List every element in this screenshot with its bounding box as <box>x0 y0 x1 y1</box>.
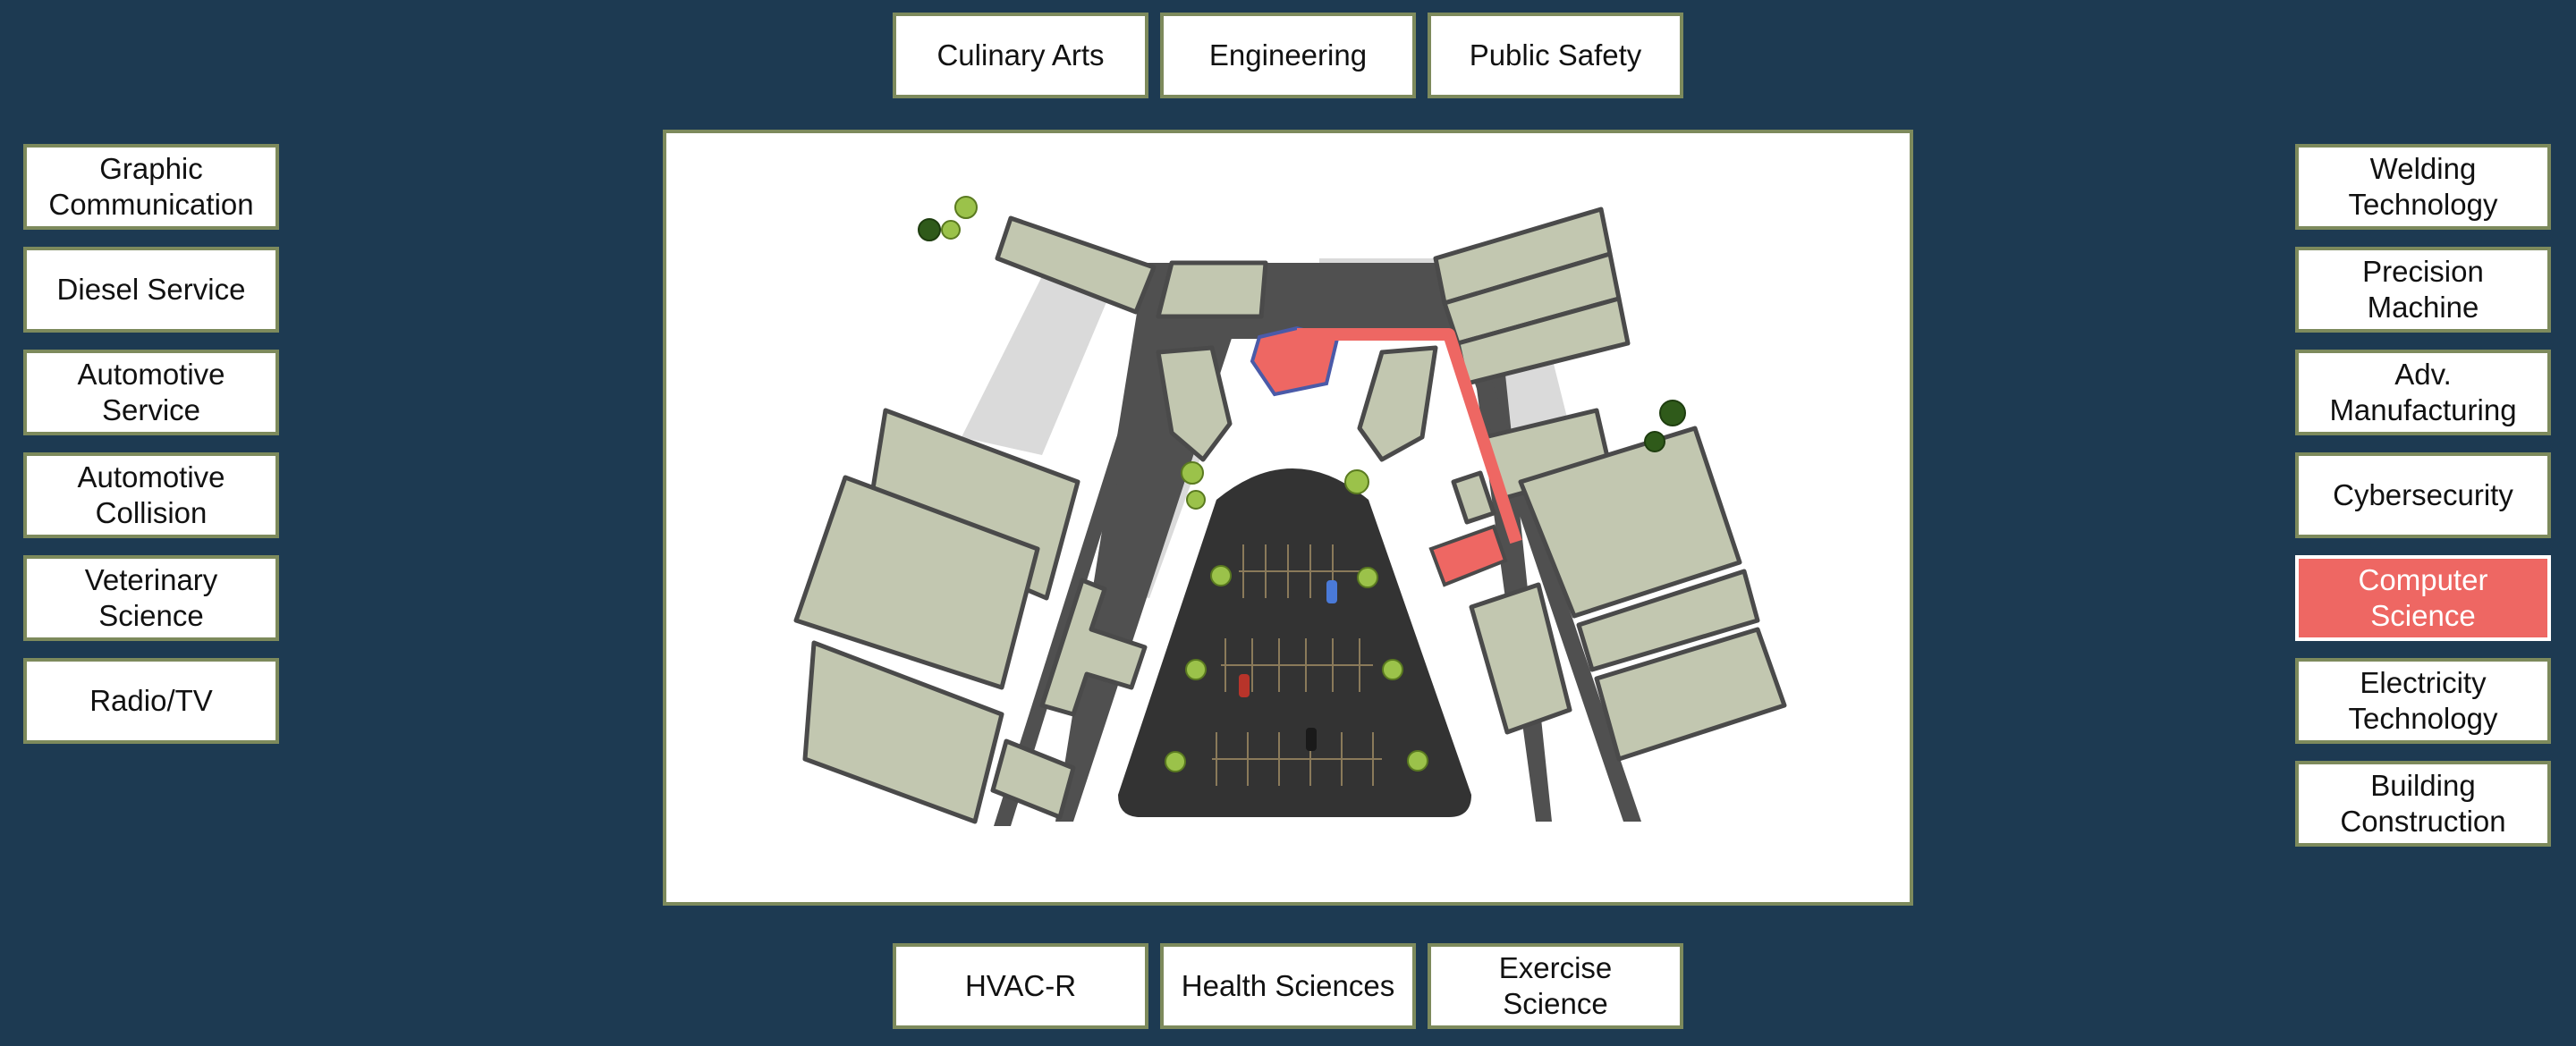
tree-icon <box>1382 659 1403 680</box>
program-button-hvac-r[interactable]: HVAC-R <box>893 943 1148 1029</box>
program-button-precision-machine[interactable]: Precision Machine <box>2295 247 2551 333</box>
program-button-computer-science[interactable]: Computer Science <box>2295 555 2551 641</box>
program-button-graphic-communication[interactable]: Graphic Communication <box>23 144 279 230</box>
building-n2 <box>1156 345 1233 462</box>
tree-icon <box>1186 490 1206 510</box>
dark-trees <box>918 218 1686 452</box>
building-e9 <box>1469 582 1572 735</box>
program-button-veterinary-science[interactable]: Veterinary Science <box>23 555 279 641</box>
program-button-automotive-collision[interactable]: Automotive Collision <box>23 452 279 538</box>
tree-icon <box>954 196 978 219</box>
tree-icon <box>1344 469 1369 494</box>
program-label: Public Safety <box>1469 38 1642 72</box>
program-label: Diesel Service <box>56 273 246 306</box>
building-w1 <box>995 215 1157 315</box>
road-west <box>994 263 1185 826</box>
program-label: HVAC-R <box>964 969 1077 1002</box>
program-label: Welding Technology <box>2348 152 2498 221</box>
program-label: Culinary Arts <box>936 38 1105 72</box>
program-label: Graphic Communication <box>48 152 254 221</box>
trees <box>941 196 1428 772</box>
program-label: Health Sciences <box>1181 969 1395 1002</box>
program-label: Electricity Technology <box>2348 666 2498 735</box>
program-button-diesel-service[interactable]: Diesel Service <box>23 247 279 333</box>
program-label: Automotive Service <box>77 358 225 426</box>
walkway-west <box>962 276 1114 455</box>
building-n3 <box>1357 345 1438 462</box>
building-w6 <box>1039 578 1148 717</box>
building-w5 <box>990 738 1076 820</box>
program-label: Automotive Collision <box>77 460 225 529</box>
program-button-electricity-technology[interactable]: Electricity Technology <box>2295 658 2551 744</box>
tree-icon <box>1210 565 1232 586</box>
tree-icon <box>1185 659 1207 680</box>
program-button-exercise-science[interactable]: Exercise Science <box>1428 943 1683 1029</box>
building-w3 <box>793 475 1040 690</box>
tree-icon <box>1659 400 1686 426</box>
program-button-engineering[interactable]: Engineering <box>1160 13 1416 98</box>
program-button-cybersecurity[interactable]: Cybersecurity <box>2295 452 2551 538</box>
program-label: Exercise Science <box>1498 951 1613 1020</box>
parking-surface <box>1118 468 1471 817</box>
program-button-building-construction[interactable]: Building Construction <box>2295 761 2551 847</box>
building-e5 <box>1451 470 1496 525</box>
program-label: Veterinary Science <box>84 563 218 632</box>
campus-map-drawing <box>793 196 1787 826</box>
tree-icon <box>1181 461 1204 485</box>
tree-icon <box>1407 750 1428 772</box>
campus-map <box>663 130 1913 906</box>
road-east <box>1436 267 1641 822</box>
program-button-welding-technology[interactable]: Welding Technology <box>2295 144 2551 230</box>
computer-science-building <box>1428 524 1508 587</box>
building-n1 <box>1156 260 1268 319</box>
building-e6 <box>1518 426 1742 619</box>
parking-lot <box>1118 468 1471 817</box>
car-black <box>1306 728 1317 751</box>
building-e8 <box>1594 627 1787 762</box>
program-label: Cybersecurity <box>2333 478 2513 511</box>
program-label: Building Construction <box>2340 769 2506 838</box>
program-label: Computer Science <box>2358 563 2488 632</box>
program-button-automotive-service[interactable]: Automotive Service <box>23 350 279 435</box>
tree-icon <box>1644 431 1665 452</box>
building-w4 <box>802 640 1004 824</box>
building-e7 <box>1576 569 1760 672</box>
parking-stripes <box>1212 544 1382 786</box>
program-button-adv-manufacturing[interactable]: Adv. Manufacturing <box>2295 350 2551 435</box>
program-label: Radio/TV <box>89 684 213 717</box>
program-button-culinary-arts[interactable]: Culinary Arts <box>893 13 1148 98</box>
program-button-public-safety[interactable]: Public Safety <box>1428 13 1683 98</box>
route-path <box>1297 328 1522 544</box>
tree-icon <box>918 218 941 241</box>
highlighted-route <box>1250 325 1522 587</box>
program-label: Adv. Manufacturing <box>2329 358 2517 426</box>
tree-icon <box>1165 751 1186 772</box>
program-label: Precision Machine <box>2362 255 2484 324</box>
program-label: Engineering <box>1208 38 1368 72</box>
program-button-radio-tv[interactable]: Radio/TV <box>23 658 279 744</box>
tree-icon <box>941 220 961 240</box>
car-blue <box>1326 580 1337 603</box>
car-red <box>1239 674 1250 697</box>
tree-icon <box>1357 567 1378 588</box>
program-button-health-sciences[interactable]: Health Sciences <box>1160 943 1416 1029</box>
buildings <box>793 207 1787 824</box>
